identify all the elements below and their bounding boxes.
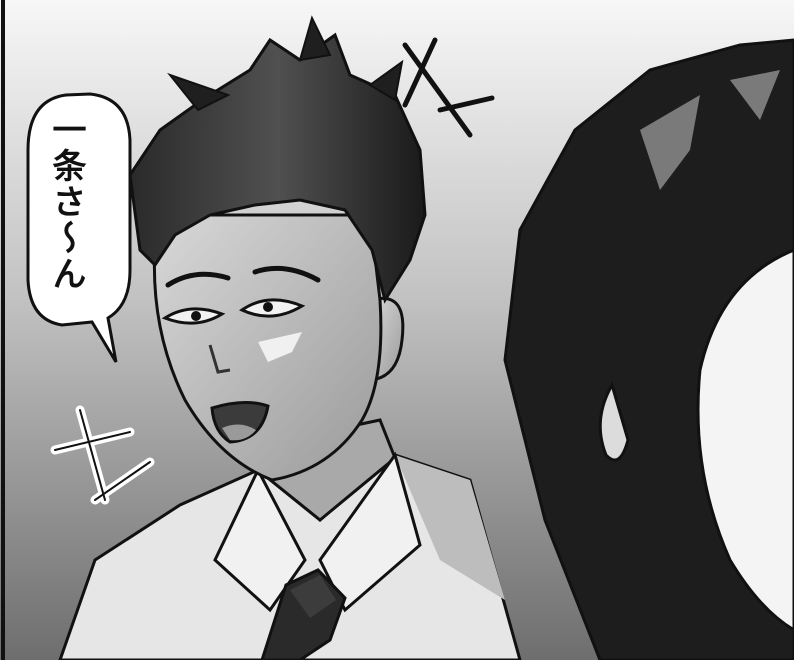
surprise-mark-top <box>402 37 495 138</box>
speech-bubble <box>26 92 132 363</box>
hair-spikes <box>167 15 404 112</box>
right-pupil <box>263 302 273 312</box>
left-pupil <box>191 311 201 321</box>
girl-ear <box>598 381 630 462</box>
speech-bubble-text: 一条さ〜ん <box>46 112 86 292</box>
cheek-highlight <box>258 332 302 362</box>
girl-hair-shine <box>640 70 780 190</box>
necktie-knot <box>290 575 336 618</box>
left-eyebrow <box>165 271 231 288</box>
girl-face <box>696 248 794 632</box>
right-eyebrow <box>252 265 321 283</box>
shirt-shadow <box>395 455 505 600</box>
collar-right <box>318 451 422 613</box>
collar-left <box>213 466 307 613</box>
tongue <box>222 424 256 441</box>
nose <box>208 344 231 374</box>
surprise-mark-left-outline <box>54 409 151 501</box>
